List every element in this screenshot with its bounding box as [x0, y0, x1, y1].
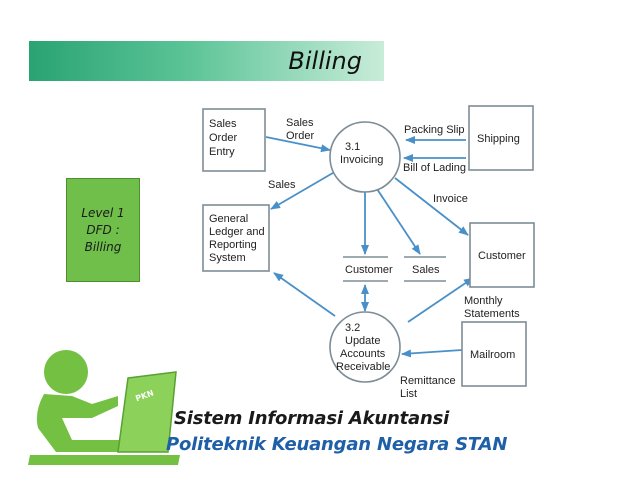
process-invoicing: [329, 121, 401, 193]
flow-update-to-ledger-arrow: [273, 272, 336, 317]
flow-sales-order-line-2: Order: [286, 130, 314, 142]
entity-sales-order-entry-line-2: Order: [209, 132, 237, 144]
logo-text-politeknik: Politeknik Keuangan Negara STAN: [166, 434, 508, 455]
process-invoicing-label: Invoicing: [340, 154, 383, 166]
process-update-ar: [329, 311, 401, 383]
entity-general-ledger-line-3: Reporting: [209, 239, 257, 251]
process-update-ar-line-3: Receivable: [336, 361, 390, 373]
flow-monthly-statements-line-1: Monthly: [464, 295, 503, 307]
store-sales-label: Sales: [412, 264, 440, 276]
flow-sales-order-arrow: [265, 136, 331, 153]
person-at-computer-icon: [28, 350, 180, 465]
flow-remittance-list-arrow: [401, 349, 463, 358]
entity-customer-label: Customer: [478, 250, 526, 262]
flow-monthly-statements-arrow: [407, 277, 474, 323]
flow-to-sales-store-arrow: [376, 188, 421, 255]
process-invoicing-number: 3.1: [345, 141, 360, 153]
store-customer-label: Customer: [345, 264, 393, 276]
entity-general-ledger-line-4: System: [209, 252, 246, 264]
slide-title: Billing: [288, 47, 362, 75]
flow-remittance-list-line-2: List: [400, 388, 417, 400]
level-label-line-1: Level 1: [81, 205, 125, 220]
entity-sales-order-entry: [202, 108, 266, 172]
entity-general-ledger-line-1: General: [209, 213, 248, 225]
entity-mailroom: [461, 321, 527, 387]
logo-text-sistem-informasi: Sistem Informasi Akuntansi: [174, 408, 450, 429]
entity-mailroom-label: Mailroom: [470, 349, 515, 361]
entity-general-ledger: [202, 204, 270, 272]
level-label-box: Level 1 DFD : Billing: [66, 178, 140, 282]
process-update-ar-number: 3.2: [345, 322, 360, 334]
flow-sales-label: Sales: [268, 179, 296, 191]
level-label-line-2: DFD :: [86, 222, 120, 237]
flow-sales-order-line-1: Sales: [286, 117, 314, 129]
entity-shipping: [468, 105, 534, 171]
process-update-ar-line-2: Accounts: [340, 348, 386, 360]
flow-monthly-statements-line-2: Statements: [464, 308, 520, 320]
entity-sales-order-entry-line-1: Sales: [209, 118, 237, 130]
flow-sales-to-ledger-arrow: [270, 169, 339, 210]
title-bar: Billing: [29, 41, 384, 81]
entity-general-ledger-line-2: Ledger and: [209, 226, 265, 238]
flow-bill-of-lading-label: Bill of Lading: [403, 162, 466, 174]
flow-invoice-label: Invoice: [433, 193, 468, 205]
entity-customer: [469, 222, 535, 288]
entity-shipping-label: Shipping: [477, 133, 520, 145]
flow-packing-slip-label: Packing Slip: [404, 124, 465, 136]
process-update-ar-line-1: Update: [345, 335, 380, 347]
level-label-line-3: Billing: [84, 239, 122, 254]
flow-invoice-arrow: [394, 177, 469, 236]
flow-remittance-list-line-1: Remittance: [400, 375, 456, 387]
entity-sales-order-entry-line-3: Entry: [209, 146, 235, 158]
